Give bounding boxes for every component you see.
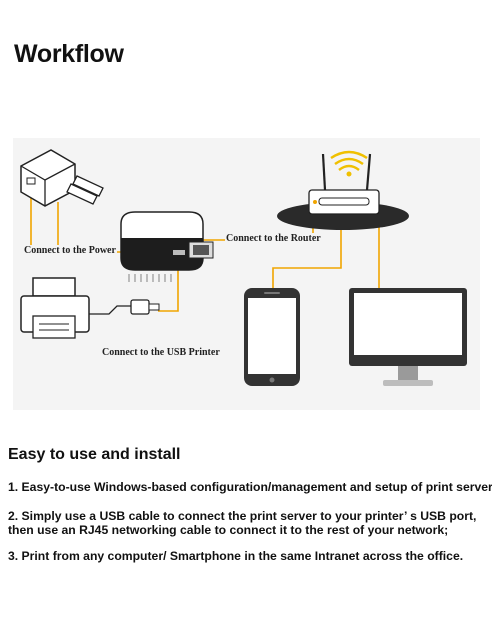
- usb-printer-label: Connect to the USB Printer: [101, 347, 221, 358]
- diagram-graphics: [20, 149, 467, 386]
- page-title: Workflow: [14, 40, 124, 68]
- printer-icon: [20, 277, 160, 339]
- router-label: Connect to the Router: [225, 233, 322, 244]
- step-2-line-1: 2. Simply use a USB cable to connect the…: [8, 509, 477, 523]
- monitor-icon: [349, 288, 467, 386]
- usb-line: [158, 256, 179, 312]
- print-server-icon: [120, 211, 214, 282]
- smartphone-icon: [244, 288, 300, 386]
- install-heading: Easy to use and install: [8, 446, 181, 463]
- power-adapter-icon: [20, 149, 104, 207]
- step-3: 3. Print from any computer/ Smartphone i…: [8, 549, 464, 563]
- router-icon: [277, 150, 409, 230]
- workflow-diagram: Connect to the Power Connect to the Rout…: [13, 138, 480, 410]
- step-1: 1. Easy-to-use Windows-based configurati…: [8, 480, 492, 494]
- power-label: Connect to the Power: [23, 245, 117, 256]
- step-2-line-2: then use an RJ45 networking cable to con…: [8, 523, 449, 537]
- phone-line: [272, 213, 342, 288]
